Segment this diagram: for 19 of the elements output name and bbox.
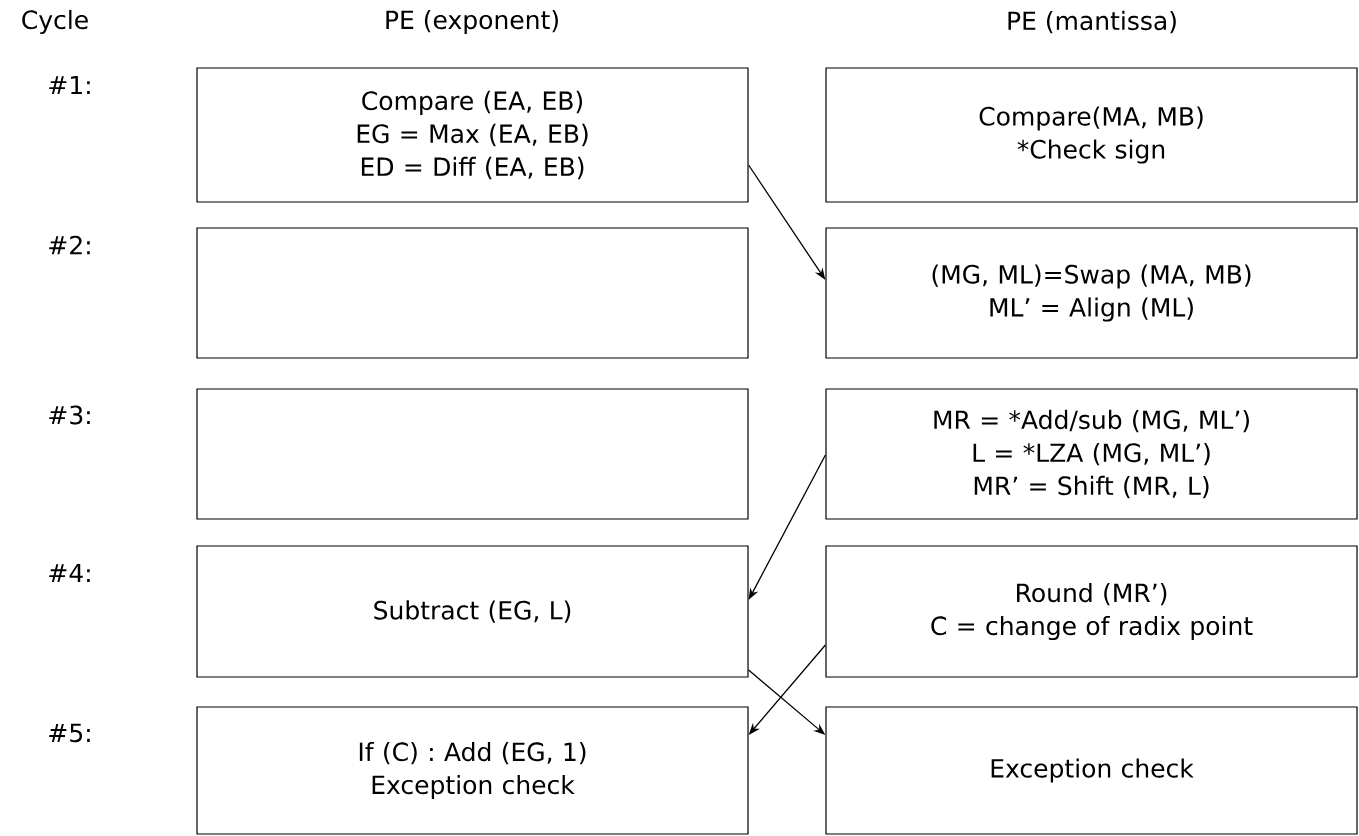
- empty-box: [196, 227, 749, 359]
- process-box: Compare(MA, MB) *Check sign: [825, 67, 1358, 203]
- column-header: PE (exponent): [386, 9, 558, 35]
- cycle-label: #3:: [49, 405, 90, 425]
- empty-box: [196, 388, 749, 520]
- cycle-label: #2:: [49, 235, 90, 255]
- process-box: MR = *Add/sub (MG, ML’) L = *LZA (MG, ML’) MR’ = Shift (MR, L): [825, 388, 1358, 520]
- process-box: Compare (EA, EB) EG = Max (EA, EB) ED = Diff (EA, EB): [196, 67, 749, 203]
- column-header: PE (mantissa): [1008, 10, 1176, 34]
- arrow: [747, 164, 826, 280]
- process-box: (MG, ML)=Swap (MA, MB) ML’ = Align (ML): [825, 227, 1358, 359]
- process-box: If (C) : Add (EG, 1) Exception check: [196, 706, 749, 835]
- process-box: Exception check: [825, 706, 1358, 835]
- process-box: Round (MR’) C = change of radix point: [825, 545, 1358, 678]
- column-header: Cycle: [22, 9, 88, 35]
- process-box: Subtract (EG, L): [196, 545, 749, 678]
- cycle-label: #4:: [49, 563, 90, 583]
- cycle-label: #1:: [49, 75, 90, 95]
- cycle-label: #5:: [49, 723, 90, 743]
